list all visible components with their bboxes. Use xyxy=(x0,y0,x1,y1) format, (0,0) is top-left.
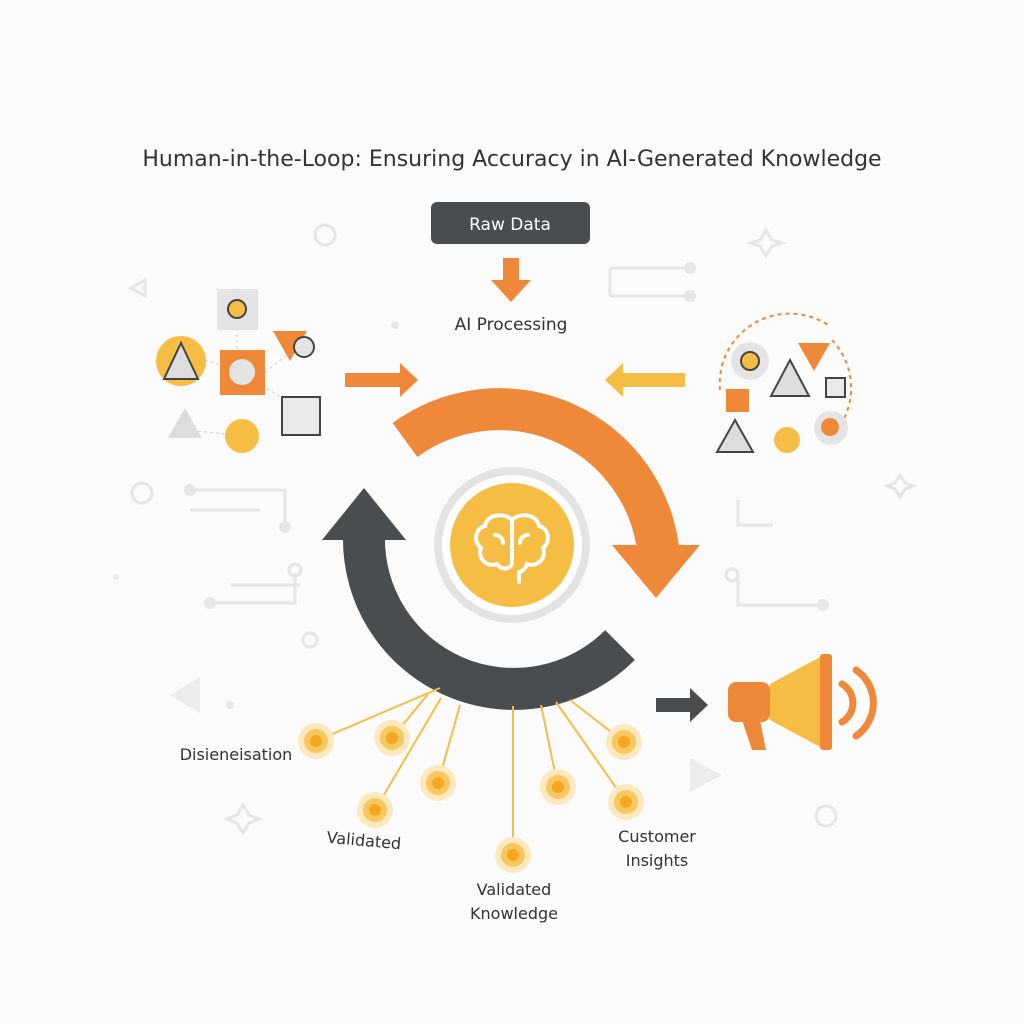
label-customer-insights-2: Insights xyxy=(626,851,689,870)
label-validated: Validated xyxy=(326,828,402,853)
ai-loop-arrow xyxy=(392,388,700,598)
label-validated-knowledge-1: Validated xyxy=(477,880,552,899)
output-arrow-icon xyxy=(656,688,708,722)
down-arrow-icon xyxy=(491,258,531,302)
brain-icon xyxy=(474,513,550,584)
raw-data-box: Raw Data xyxy=(431,202,590,244)
label-customer-insights-1: Customer xyxy=(618,827,696,846)
label-validated-knowledge-2: Knowledge xyxy=(470,904,558,923)
output-dots xyxy=(298,720,644,873)
left-arrow-icon xyxy=(605,363,685,397)
background-decorations xyxy=(113,223,918,836)
raw-data-label: Raw Data xyxy=(469,215,551,235)
input-shapes-left xyxy=(156,289,321,453)
megaphone-icon xyxy=(728,654,877,750)
input-shapes-right xyxy=(715,312,853,453)
ai-processing-label: AI Processing xyxy=(455,315,568,335)
brain-hub xyxy=(434,467,590,623)
label-disieneisation: Disieneisation xyxy=(180,745,293,764)
page-title: Human-in-the-Loop: Ensuring Accuracy in … xyxy=(142,147,881,172)
right-arrow-icon xyxy=(345,363,418,397)
human-review-loop-arrow xyxy=(322,488,635,710)
